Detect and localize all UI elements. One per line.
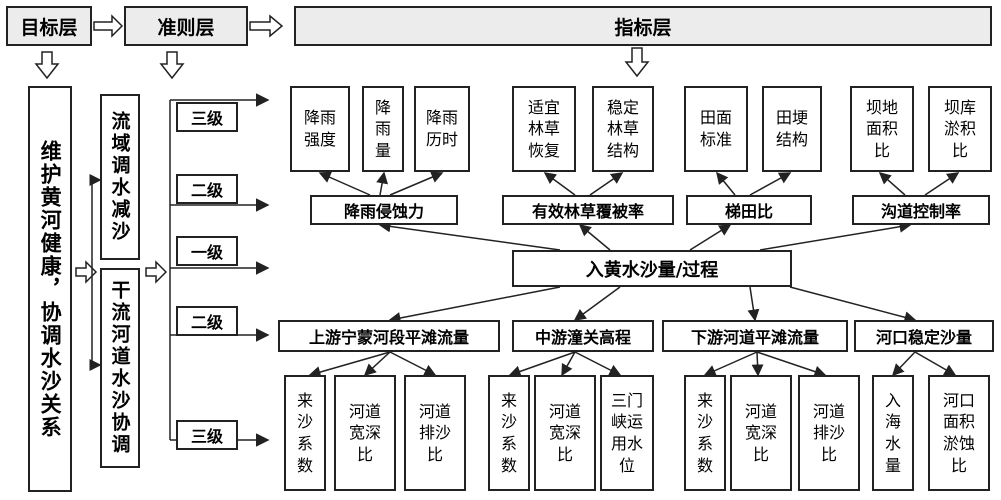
- indicator-leaf-box: 来沙系数: [684, 375, 726, 491]
- indicator-leaf-text: 适宜林草恢复: [527, 97, 560, 160]
- indicator-leaf-box: 降雨强度: [290, 86, 350, 172]
- indicator-leaf-text: 降雨历时: [425, 108, 458, 149]
- indicator-mid-box: 沟道控制率: [852, 195, 990, 225]
- center-box: 入黄水沙量/过程: [512, 250, 792, 287]
- indicator-leaf-box: 河道宽深比: [334, 375, 396, 491]
- indicator-mid-box: 梯田比: [686, 195, 812, 225]
- indicator-leaf-box: 河口面积淤蚀比: [928, 375, 990, 491]
- indicator-leaf-text: 坝地面积比: [865, 97, 898, 160]
- level-label: 二级: [176, 306, 238, 336]
- indicator-mid-box: 有效林草覆被率: [502, 195, 674, 225]
- indicator-leaf-box: 河道宽深比: [730, 375, 792, 491]
- indicator-leaf-text: 河口面积淤蚀比: [942, 390, 975, 475]
- indicator-leaf-text: 来沙系数: [296, 390, 313, 475]
- indicator-mid-box: 降雨侵蚀力: [310, 195, 458, 225]
- indicator-leaf-text: 河道宽深比: [348, 401, 381, 464]
- criteria-layer-header: 准则层: [124, 6, 248, 46]
- indicator-leaf-text: 入海水量: [884, 390, 901, 475]
- criteria-basin-box: 流域调水减沙: [100, 94, 140, 260]
- indicator-mid-box: 下游河道平滩流量: [662, 320, 848, 352]
- indicator-leaf-box: 降雨历时: [414, 86, 470, 172]
- indicator-leaf-text: 河道排沙比: [812, 401, 845, 464]
- indicator-leaf-box: 河道宽深比: [534, 375, 596, 491]
- indicator-leaf-box: 田面标准: [684, 86, 748, 172]
- indicator-leaf-box: 适宜林草恢复: [512, 86, 576, 172]
- indicator-leaf-box: 河道排沙比: [404, 375, 466, 491]
- indicator-leaf-text: 坝库淤积比: [943, 97, 976, 160]
- level-label: 三级: [176, 420, 238, 450]
- indicator-leaf-box: 坝地面积比: [850, 86, 914, 172]
- indicator-leaf-text: 河道宽深比: [744, 401, 777, 464]
- indicator-leaf-box: 田埂结构: [762, 86, 822, 172]
- indicator-mid-box: 上游宁蒙河段平滩流量: [278, 320, 500, 352]
- level-label: 三级: [176, 102, 238, 132]
- indicator-mid-box: 河口稳定沙量: [854, 320, 994, 352]
- indicator-mid-box: 中游潼关高程: [512, 320, 654, 352]
- indicator-leaf-text: 田面标准: [699, 108, 732, 149]
- criteria-channel-box: 干流河道水沙协调: [100, 268, 140, 468]
- goal-box: 维护黄河健康，协调水沙关系: [28, 86, 72, 492]
- indicator-leaf-box: 河道排沙比: [798, 375, 860, 491]
- target-layer-header: 目标层: [6, 6, 92, 46]
- indicator-layer-header: 指标层: [294, 6, 992, 46]
- indicator-leaf-box: 入海水量: [872, 375, 914, 491]
- indicator-leaf-box: 来沙系数: [284, 375, 326, 491]
- indicator-leaf-text: 来沙系数: [696, 390, 713, 475]
- indicator-leaf-box: 坝库淤积比: [928, 86, 992, 172]
- criteria-channel-text: 干流河道水沙协调: [108, 280, 131, 456]
- level-label: 一级: [176, 236, 238, 266]
- indicator-leaf-box: 三门峡运用水位: [600, 375, 654, 491]
- criteria-basin-text: 流域调水减沙: [108, 111, 131, 243]
- indicator-leaf-text: 田埂结构: [775, 108, 808, 149]
- indicator-leaf-text: 河道宽深比: [548, 401, 581, 464]
- indicator-leaf-text: 降雨强度: [303, 108, 336, 149]
- indicator-leaf-text: 来沙系数: [500, 390, 517, 475]
- indicator-leaf-text: 降雨量: [374, 97, 391, 160]
- indicator-leaf-box: 降雨量: [362, 86, 404, 172]
- indicator-leaf-text: 河道排沙比: [418, 401, 451, 464]
- level-label: 二级: [176, 174, 238, 204]
- indicator-leaf-box: 来沙系数: [488, 375, 530, 491]
- indicator-leaf-box: 稳定林草结构: [592, 86, 654, 172]
- indicator-leaf-text: 稳定林草结构: [606, 97, 639, 160]
- indicator-leaf-text: 三门峡运用水位: [610, 390, 643, 475]
- goal-text: 维护黄河健康，协调水沙关系: [38, 139, 63, 439]
